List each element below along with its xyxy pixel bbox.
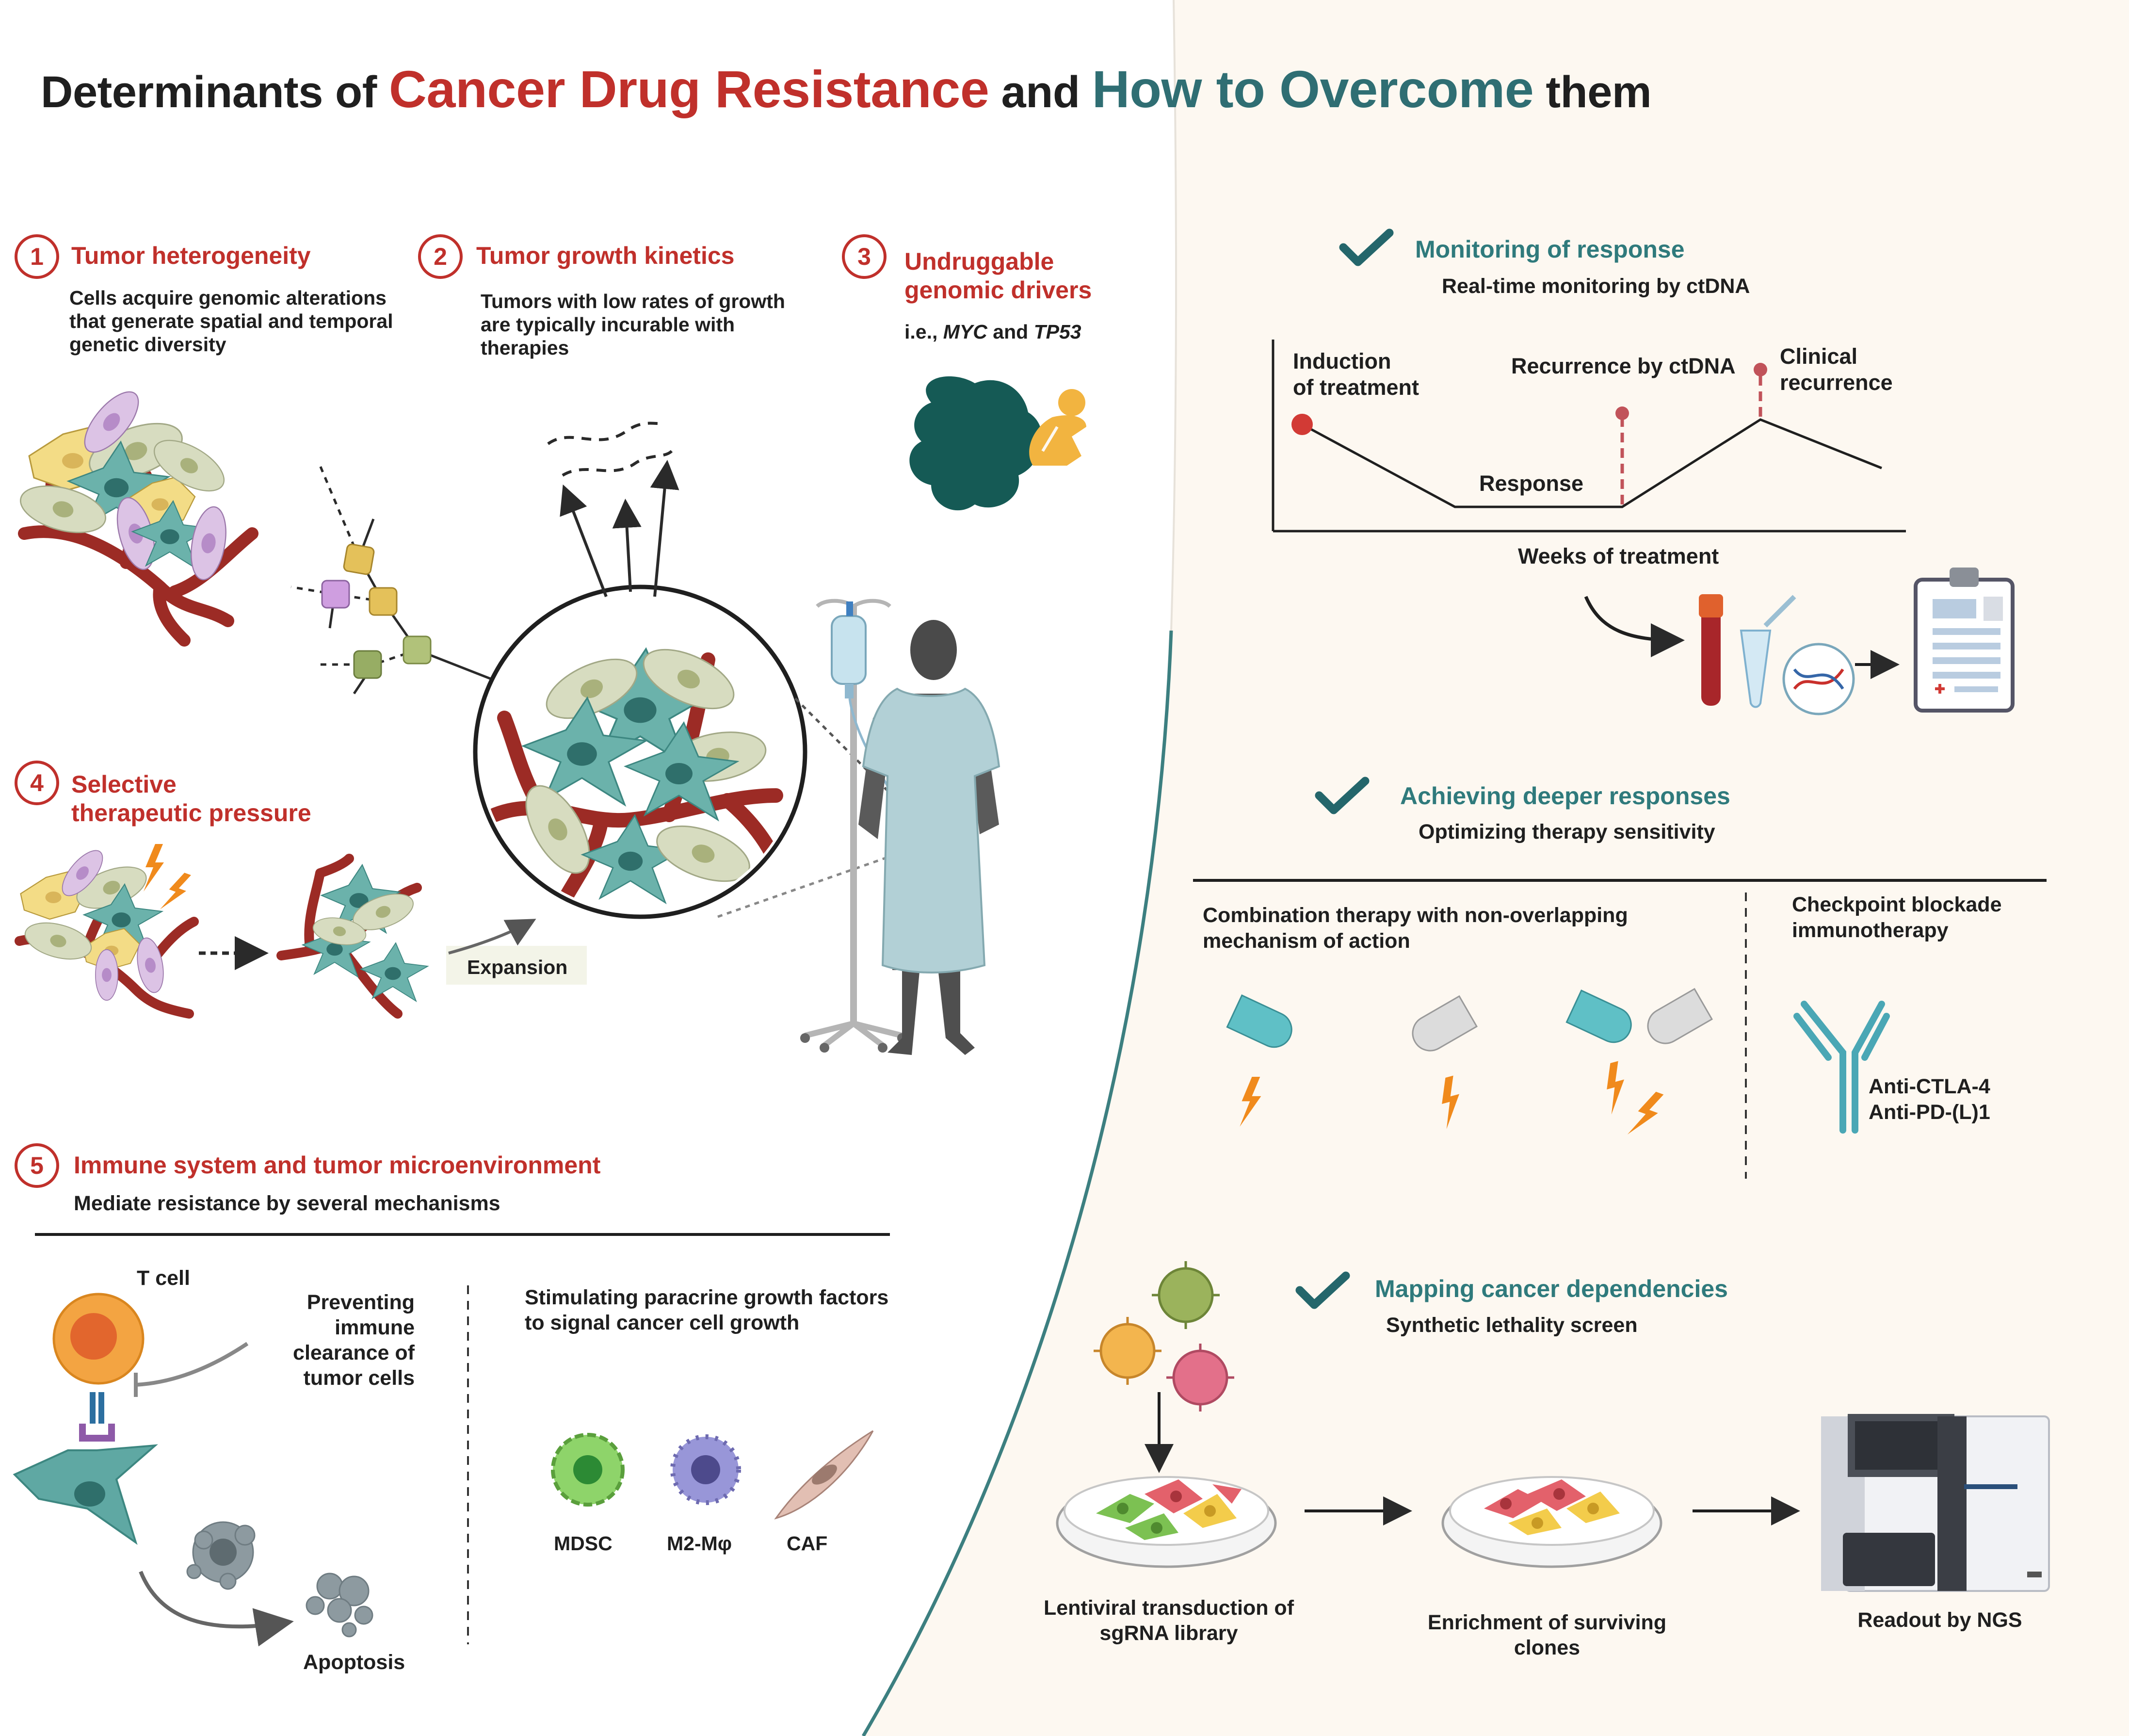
screen-step-label: Lentiviral transduction of	[1043, 1596, 1294, 1620]
ngs-sequencer-illustration	[1821, 1414, 2050, 1592]
ctdna-response-graph	[1272, 340, 1906, 533]
determinant-number-badge: 2	[418, 234, 463, 279]
paracrine-description: to signal cancer cell growth	[525, 1311, 800, 1334]
graph-label-clinical-recurrence: Clinical	[1780, 344, 1858, 369]
determinant-heading: Undruggable	[904, 248, 1054, 275]
determinant-description: Cells acquire genomic alterations	[69, 287, 387, 309]
determinant-heading: Selective	[71, 771, 177, 798]
determinant-number-badge: 4	[15, 761, 59, 805]
magnified-tumor-illustration	[487, 636, 793, 912]
screen-step-label: Enrichment of surviving	[1427, 1611, 1667, 1634]
preventing-clearance-label: clearance of	[293, 1341, 415, 1364]
strategy-subtitle: Optimizing therapy sensitivity	[1419, 820, 1715, 844]
liquid-biopsy-illustration	[1584, 568, 2015, 715]
petri-dish-enrichment	[1441, 1476, 1662, 1568]
expansion-label: Expansion	[467, 956, 568, 978]
graph-x-axis-label: Weeks of treatment	[1518, 544, 1719, 568]
gene-examples: i.e., MYC and TP53	[904, 321, 1081, 343]
determinant-description: Mediate resistance by several mechanisms	[74, 1192, 500, 1215]
paracrine-description: Stimulating paracrine growth factors	[525, 1286, 889, 1309]
preventing-clearance-label: Preventing	[306, 1291, 415, 1314]
determinant-number-badge: 3	[842, 234, 887, 279]
t-cell-inhibition-illustration	[13, 1293, 373, 1647]
graph-label-induction: Induction	[1293, 349, 1391, 373]
graph-label-clinical-recurrence: recurrence	[1780, 370, 1893, 395]
graph-label-recurrence-ctdna: Recurrence by ctDNA	[1511, 354, 1736, 378]
combination-therapy-label: mechanism of action	[1203, 929, 1410, 953]
tme-cell-label: CAF	[787, 1532, 828, 1555]
determinant-heading: genomic drivers	[904, 276, 1092, 304]
screen-step-label: Readout by NGS	[1857, 1608, 2022, 1632]
lentivirus-illustration	[1094, 1261, 1234, 1473]
checkpoint-blockade-label: Checkpoint blockade	[1792, 893, 2002, 916]
antibody-label: Anti-PD-(L)1	[1869, 1101, 1990, 1124]
determinant-description: therapies	[481, 337, 569, 359]
heterogeneous-tumor-illustration	[15, 382, 258, 647]
determinant-description: Tumors with low rates of growth	[481, 290, 785, 312]
strategy-heading: Mapping cancer dependencies	[1375, 1275, 1728, 1302]
checkpoint-blockade-label: immunotherapy	[1792, 919, 1949, 942]
determinant-description: are typically incurable with	[481, 313, 735, 336]
page-title: Determinants of Cancer Drug Resistance a…	[41, 60, 1652, 118]
strategy-heading: Monitoring of response	[1415, 236, 1685, 263]
screen-step-label: clones	[1514, 1636, 1581, 1659]
determinant-heading: Tumor heterogeneity	[71, 242, 311, 269]
petri-dish-transduction	[1056, 1476, 1277, 1568]
strategy-heading: Achieving deeper responses	[1400, 782, 1730, 810]
antibody-label: Anti-CTLA-4	[1869, 1075, 1990, 1098]
antibody-illustration	[1793, 1001, 1890, 1134]
determinant-heading: Immune system and tumor microenvironment	[74, 1152, 601, 1179]
determinant-description: genetic diversity	[69, 333, 226, 356]
selective-pressure-illustration	[15, 844, 587, 1019]
strategy-subtitle: Synthetic lethality screen	[1386, 1314, 1638, 1337]
tme-cells-illustration	[551, 1430, 874, 1520]
tme-cell-label: M2-Mφ	[667, 1532, 732, 1555]
determinant-description: that generate spatial and temporal	[69, 310, 393, 332]
t-cell-label: T cell	[137, 1266, 190, 1290]
determinant-heading: Tumor growth kinetics	[476, 242, 735, 269]
combination-therapy-label: Combination therapy with non-overlapping	[1203, 904, 1628, 927]
apoptosis-label: Apoptosis	[303, 1651, 405, 1674]
preventing-clearance-label: immune	[335, 1316, 415, 1339]
patient-iv-illustration	[800, 599, 1000, 1055]
combination-therapy-pills	[1226, 988, 1713, 1142]
determinant-number-badge: 5	[15, 1143, 59, 1188]
graph-label-induction: of treatment	[1293, 375, 1419, 400]
determinant-number-badge: 1	[15, 234, 59, 279]
tme-cell-label: MDSC	[554, 1532, 613, 1555]
graph-label-response: Response	[1479, 471, 1584, 496]
strategy-subtitle: Real-time monitoring by ctDNA	[1442, 275, 1750, 298]
determinant-heading: therapeutic pressure	[71, 799, 311, 827]
preventing-clearance-label: tumor cells	[303, 1366, 415, 1390]
undruggable-protein-illustration	[909, 376, 1086, 511]
screen-step-label: sgRNA library	[1099, 1622, 1238, 1645]
